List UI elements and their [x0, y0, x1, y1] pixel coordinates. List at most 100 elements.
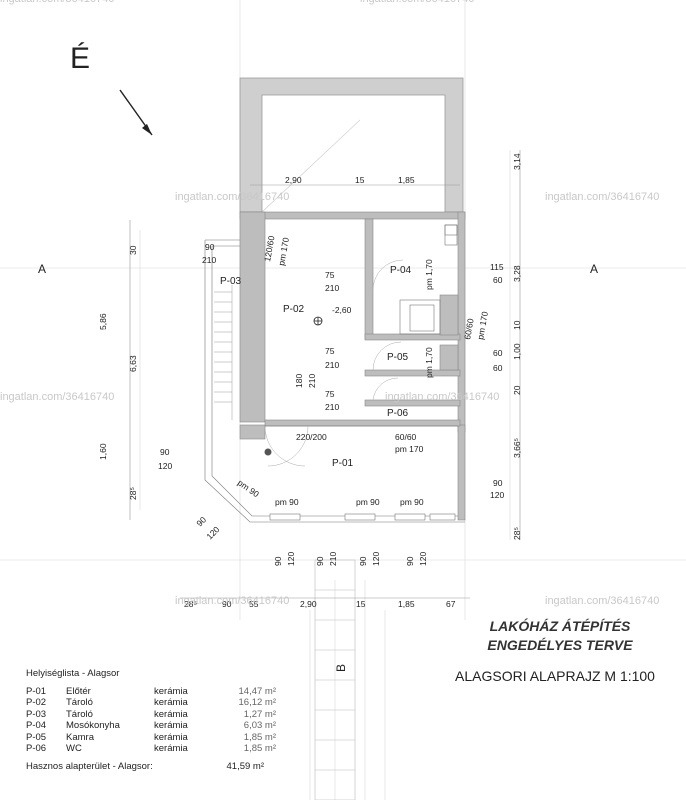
win-w-r2: 60 [493, 348, 503, 358]
svg-text:28⁵: 28⁵ [184, 599, 197, 609]
svg-text:10: 10 [512, 320, 522, 330]
section-mark-b: B [334, 664, 348, 672]
svg-text:28⁵: 28⁵ [512, 527, 522, 540]
door-h-2: 210 [325, 360, 339, 370]
room-schedule-heading: Helyiséglista - Alagsor [26, 668, 120, 679]
win-size-2: 120/60 [262, 235, 276, 263]
windows [269, 513, 456, 521]
win-w-r1: 115 [490, 262, 504, 272]
room-label-p02: P-02 [283, 304, 305, 315]
svg-text:5,86: 5,86 [98, 313, 108, 330]
section-mark-a-right: A [590, 262, 598, 276]
win-h-l2: 120 [204, 524, 221, 541]
svg-text:90: 90 [273, 556, 283, 566]
sill-p05: pm 1,70 [424, 347, 434, 378]
level-marker-icon [313, 316, 323, 326]
svg-text:ingatlan.com/36416740: ingatlan.com/36416740 [175, 191, 289, 203]
level-value: -2,60 [332, 305, 352, 315]
stair [214, 285, 233, 420]
svg-text:120: 120 [371, 552, 381, 566]
svg-text:3,28: 3,28 [512, 265, 522, 282]
win-w-l2: 90 [194, 514, 208, 528]
svg-text:ingatlan.com/36416740: ingatlan.com/36416740 [175, 595, 289, 607]
entrance-stair [314, 559, 356, 800]
svg-text:90: 90 [358, 556, 368, 566]
svg-text:3,66⁵: 3,66⁵ [512, 438, 522, 458]
svg-text:90: 90 [222, 599, 232, 609]
svg-text:1,85: 1,85 [398, 175, 415, 185]
north-arrow-icon [119, 89, 153, 136]
sill-p04: pm 1,70 [424, 259, 434, 290]
svg-text:90: 90 [405, 556, 415, 566]
drain-icon [264, 448, 272, 456]
svg-text:1,00: 1,00 [512, 343, 522, 360]
chain-dimensions: 28⁵ 90 55 2,90 15 1,85 67 2,90 15 1,85 3… [98, 153, 522, 609]
svg-text:3,14: 3,14 [512, 153, 522, 170]
win-sill-2: pm 170 [276, 236, 291, 266]
svg-text:ingatlan.com/36416740: ingatlan.com/36416740 [545, 191, 659, 203]
svg-text:120: 120 [418, 552, 428, 566]
svg-text:210: 210 [328, 552, 338, 566]
win-sill-3: pm 170 [475, 310, 490, 340]
title-line-2: ENGEDÉLYES TERVE [487, 637, 633, 653]
svg-text:28⁵: 28⁵ [128, 487, 138, 500]
drawing-subtitle: ALAGSORI ALAPRAJZ M 1:100 [455, 668, 655, 684]
win-size-3: 60/60 [462, 317, 476, 340]
svg-text:ingatlan.com/36416740: ingatlan.com/36416740 [545, 595, 659, 607]
sill-4: pm 90 [236, 477, 261, 499]
total-area-row: Hasznos alapterület - Alagsor:41,59 m² [26, 760, 264, 772]
room-label-p04: P-04 [390, 265, 412, 276]
door-w-1: 75 [325, 270, 335, 280]
svg-text:ingatlan.com/36416740: ingatlan.com/36416740 [360, 0, 474, 5]
svg-text:30: 30 [128, 245, 138, 255]
room-label-p03: P-03 [220, 276, 242, 287]
dimension-lines [129, 150, 521, 599]
svg-text:ingatlan.com/36416740: ingatlan.com/36416740 [0, 0, 114, 5]
walls [239, 211, 466, 521]
door-main-size: 220/200 [296, 432, 327, 442]
room-label-p01: P-01 [332, 458, 354, 469]
win-h-r3: 120 [490, 490, 504, 500]
svg-text:67: 67 [446, 599, 456, 609]
svg-text:6,63: 6,63 [128, 355, 138, 372]
sill-3: pm 90 [400, 497, 424, 507]
watermarks: ingatlan.com/36416740 ingatlan.com/36416… [0, 0, 659, 607]
door-h-1: 210 [325, 283, 339, 293]
svg-text:ingatlan.com/36416740: ingatlan.com/36416740 [385, 391, 499, 403]
svg-text:15: 15 [355, 175, 365, 185]
svg-text:90: 90 [315, 556, 325, 566]
svg-text:2,90: 2,90 [300, 599, 317, 609]
win-h-r2: 60 [493, 363, 503, 373]
north-label: É [70, 42, 90, 75]
bottom-opening-labels: 90 120 90 210 90 120 90 120 [273, 552, 428, 566]
svg-text:20: 20 [512, 385, 522, 395]
svg-text:15: 15 [356, 599, 366, 609]
svg-text:ingatlan.com/36416740: ingatlan.com/36416740 [0, 391, 114, 403]
win-h-l1: 120 [158, 461, 172, 471]
svg-text:55: 55 [249, 599, 259, 609]
svg-text:120: 120 [286, 552, 296, 566]
svg-text:2,90: 2,90 [285, 175, 302, 185]
plan-annotations: -2,60 220/200 60/60 pm 170 75 210 75 210… [158, 235, 504, 542]
win-h-r1: 60 [493, 275, 503, 285]
room-label-p06: P-06 [387, 408, 409, 419]
door-h-3: 210 [325, 402, 339, 412]
door-h-4: 210 [202, 255, 216, 265]
door-w-2: 75 [325, 346, 335, 356]
door-w-3: 75 [325, 389, 335, 399]
door-h-5: 210 [307, 374, 317, 388]
window-size-1: 60/60 [395, 432, 417, 442]
section-mark-a-left: A [38, 262, 46, 276]
title-line-1: LAKÓHÁZ ÁTÉPÍTÉS [489, 618, 631, 634]
door-w-4: 90 [205, 242, 215, 252]
svg-text:1,60: 1,60 [98, 443, 108, 460]
sill-1: pm 90 [275, 497, 299, 507]
room-label-p05: P-05 [387, 352, 409, 363]
